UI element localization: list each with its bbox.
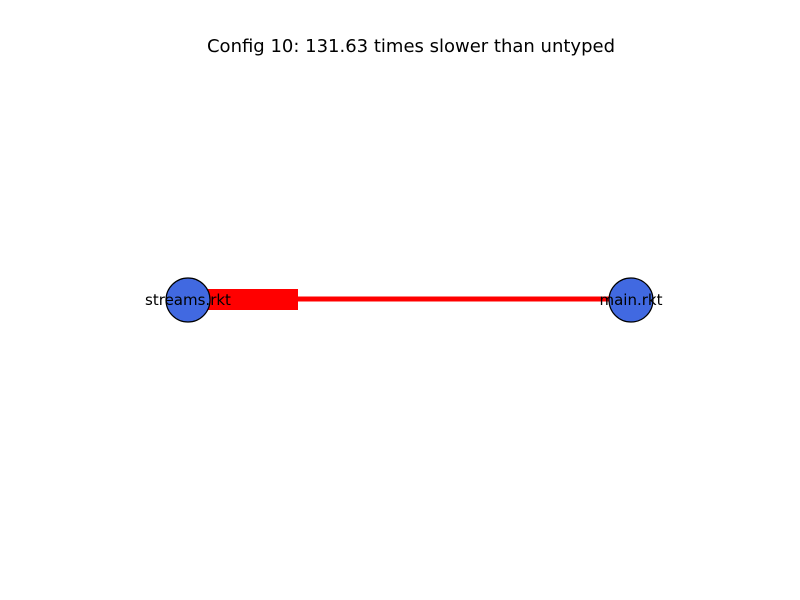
edge-arrowhead bbox=[208, 289, 298, 310]
diagram-title: Config 10: 131.63 times slower than unty… bbox=[207, 36, 615, 57]
node-main-circle bbox=[608, 277, 654, 323]
node-main-label: main.rkt bbox=[600, 291, 663, 309]
node-streams: streams.rkt bbox=[145, 277, 231, 323]
node-streams-circle bbox=[165, 277, 211, 323]
edge-main-to-streams bbox=[208, 289, 631, 310]
node-main: main.rkt bbox=[600, 277, 663, 323]
node-streams-label: streams.rkt bbox=[145, 291, 231, 309]
